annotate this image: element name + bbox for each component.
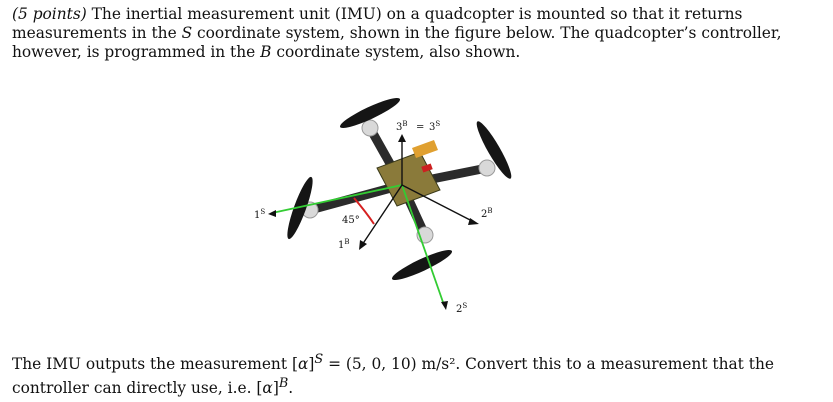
superscript-s: S <box>314 352 324 367</box>
intro-text-1: The inertial measurement unit (IMU) on a… <box>12 5 743 42</box>
period: . <box>288 379 294 398</box>
label-2s: 2S <box>456 302 467 315</box>
label-1s: 1S <box>254 208 265 221</box>
label-1b: 1B <box>338 238 350 251</box>
label-3s: 3S <box>429 120 440 133</box>
quadcopter-figure: 3B = 3S 1S 1B 2B 2S 45° <box>254 80 582 320</box>
points-label: (5 points) <box>12 5 87 23</box>
label-2b: 2B <box>481 207 493 220</box>
measurement-expr: [α]S <box>291 352 324 374</box>
angle-label: 45° <box>342 215 360 226</box>
intro-text-2: coordinate system, shown in the figure b… <box>12 24 782 61</box>
question-text-b: can directly use, i.e. <box>93 379 252 398</box>
problem-statement: (5 points) The inertial measurement unit… <box>12 5 822 62</box>
var-s: S <box>181 24 193 42</box>
label-3b: 3B <box>396 120 408 133</box>
b-axes <box>359 134 479 250</box>
propellers <box>287 98 512 280</box>
intro-text-3: coordinate system, also shown. <box>276 43 521 61</box>
question-statement: The IMU outputs the measurement [α]S = (… <box>12 350 822 398</box>
angle-arc <box>353 197 375 225</box>
s-axes <box>268 184 448 310</box>
alpha-symbol: α <box>297 355 309 374</box>
question-value-text: = (5, 0, 10) m/s². Convert this to a mea… <box>12 355 774 398</box>
flight-controller-board <box>376 140 441 207</box>
quadcopter-diagram: 3B = 3S 1S 1B 2B 2S 45° <box>254 98 512 315</box>
alpha-symbol-b: α <box>262 379 273 398</box>
question-text-a: The IMU outputs the measurement <box>12 355 288 374</box>
var-b: B <box>260 43 272 61</box>
label-equals: = <box>416 122 424 133</box>
target-expr: [α]B <box>256 376 289 398</box>
superscript-b: B <box>278 376 289 392</box>
motors <box>301 119 496 244</box>
